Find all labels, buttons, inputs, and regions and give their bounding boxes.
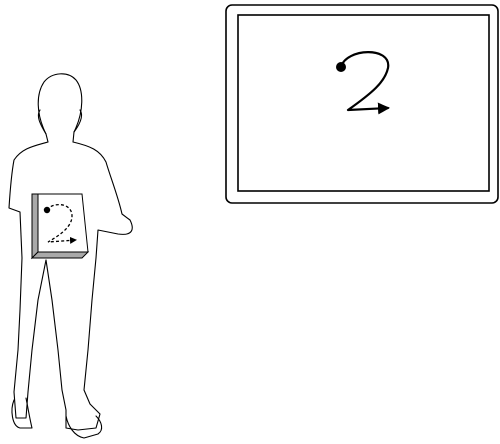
person-right-ear [73,109,83,133]
person-left-leg [13,259,47,419]
person-torso [8,141,133,311]
person-neck [45,131,75,143]
person-left-ear [37,109,47,135]
display-digit-stroke [339,51,390,115]
person-right-foot [65,415,103,439]
person-figure [8,73,133,439]
back-panel-shadow-bottom [30,251,90,259]
wall-display [225,4,499,204]
back-panel-digit-gesture [43,204,77,244]
back-panel-surface [37,193,89,253]
person-head [37,73,83,135]
person-right-leg [45,257,101,431]
back-panel-shadow-left [31,193,39,260]
back-panel-digit-stroke [46,204,77,244]
display-screen [237,14,490,192]
person-left-shoe [11,397,33,429]
display-digit-gesture [336,51,390,115]
back-panel [30,193,90,260]
